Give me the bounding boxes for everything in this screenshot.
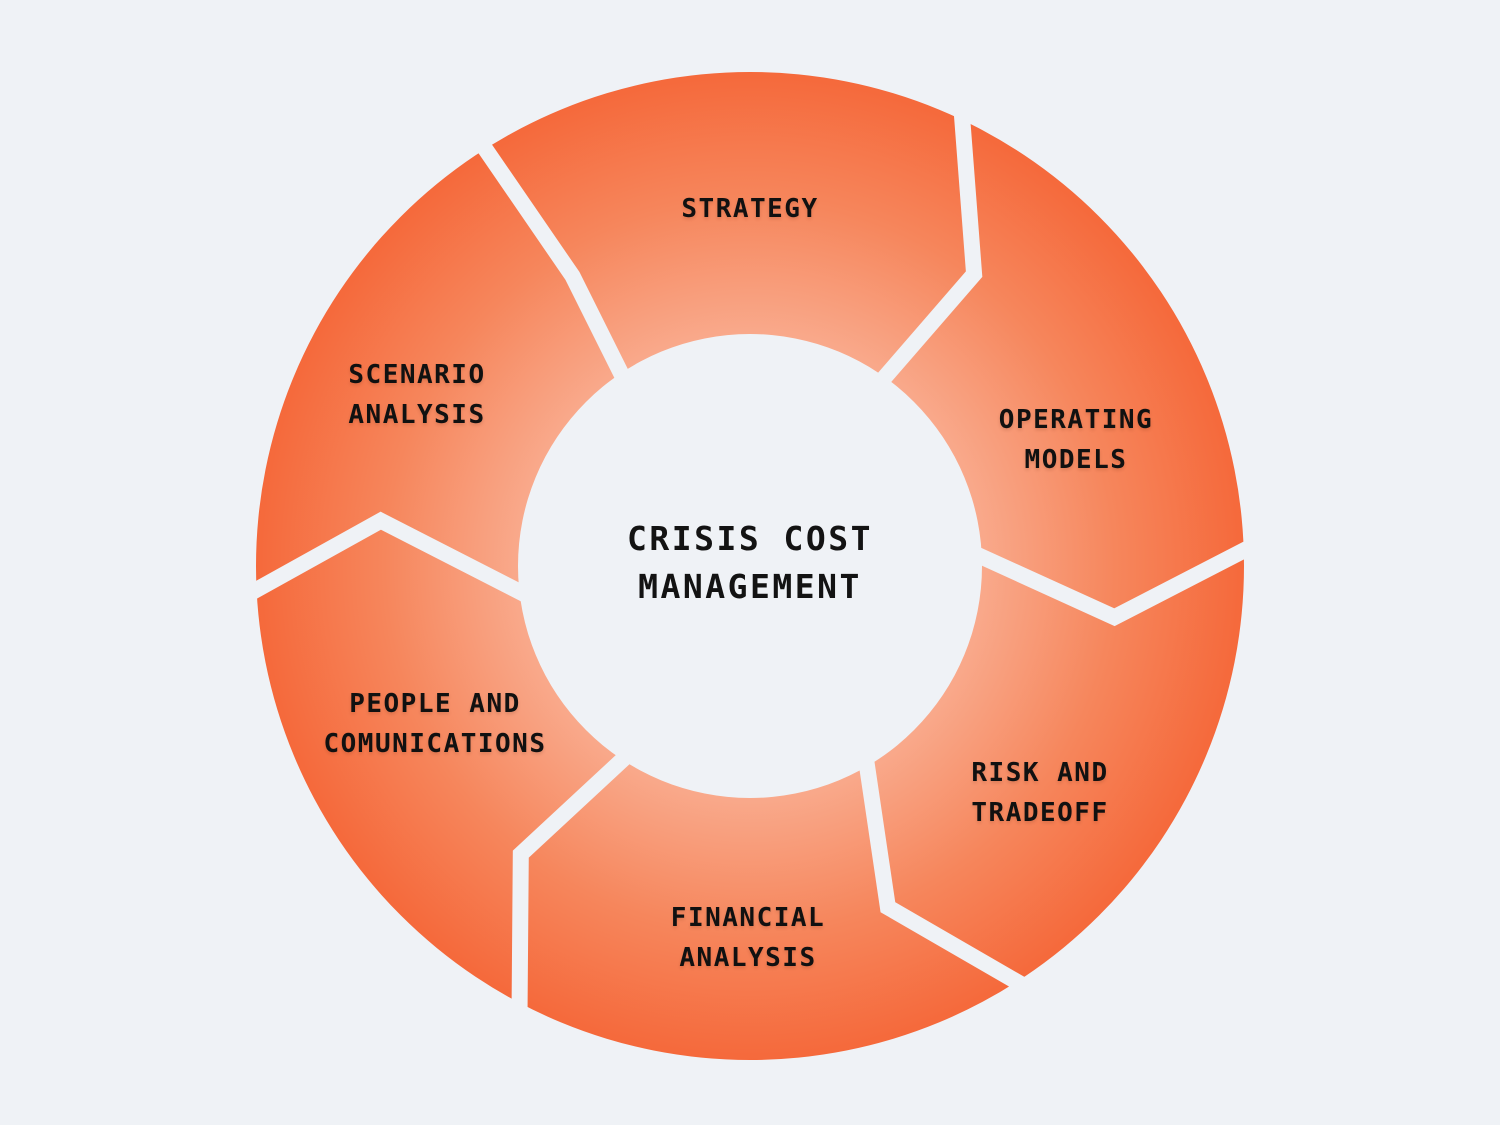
segment-label-line: OPERATING [998,405,1154,435]
segment-label-line: TRADEOFF [971,798,1109,828]
segment-label-line: ANALYSIS [348,400,486,430]
segment-label-line: RISK AND [971,758,1109,788]
segment-label-financial-analysis: FINANCIAL ANALYSIS [671,898,825,978]
segment-label-line: MODELS [1024,445,1128,475]
cycle-ring [256,72,1244,1060]
separator-risk-financial [855,743,1044,1002]
segment-label-strategy: STRATEGY [681,189,818,229]
separator-scenario-strategy [465,125,638,395]
segment-label-line: PEOPLE AND [349,689,521,719]
segment-label-people-and-comunications: PEOPLE AND COMUNICATIONS [324,684,547,764]
separator-people-scenario [230,511,545,610]
center-title: CRISIS COST MANAGEMENT [627,515,873,611]
segment-label-scenario-analysis: SCENARIO ANALYSIS [348,355,485,435]
separator-strategy-operating [865,93,983,398]
segment-label-line: STRATEGY [681,194,819,224]
center-title-line: CRISIS COST [626,519,874,558]
separator-financial-people [511,739,644,1029]
segment-label-operating-models: OPERATING MODELS [999,400,1153,480]
segment-label-risk-and-tradeoff: RISK AND TRADEOFF [971,753,1108,833]
center-title-line: MANAGEMENT [638,567,862,606]
separator-operating-risk [957,531,1270,627]
segment-label-line: FINANCIAL [670,903,826,933]
segment-label-line: ANALYSIS [679,943,817,973]
segment-label-line: COMUNICATIONS [323,729,547,759]
segment-label-line: SCENARIO [348,360,486,390]
